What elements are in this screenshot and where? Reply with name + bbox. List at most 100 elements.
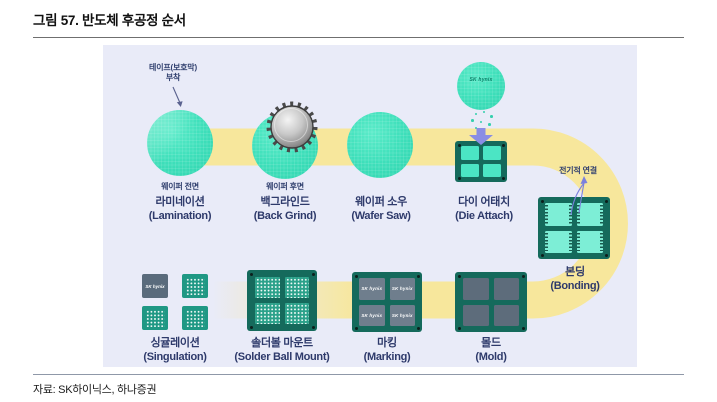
corner-dot bbox=[501, 176, 505, 180]
step-label-wafersaw: 웨이퍼 소우 (Wafer Saw) bbox=[316, 195, 446, 223]
corner-dot bbox=[457, 326, 461, 330]
step-name-en: (Bonding) bbox=[550, 280, 600, 292]
corner-dot bbox=[457, 143, 461, 147]
step-name-ko: 몰드 bbox=[481, 337, 501, 349]
solder-ball-grid bbox=[185, 277, 205, 295]
corner-dot bbox=[249, 325, 253, 329]
step-name-en: (Die Attach) bbox=[455, 210, 513, 222]
singulated-chip-icon bbox=[182, 274, 208, 298]
corner-dot bbox=[311, 272, 315, 276]
die-particle-icon bbox=[475, 113, 477, 115]
marked-chip: SK hynix bbox=[359, 304, 385, 326]
mold-substrate-icon bbox=[455, 272, 527, 332]
tape-annotation: 테이프(보호막) 부착 bbox=[127, 63, 219, 83]
corner-dot bbox=[521, 274, 525, 278]
step-label-solderball: 솔더볼 마운트 (Solder Ball Mount) bbox=[217, 336, 347, 364]
solder-ball-grid bbox=[185, 309, 205, 327]
corner-dot bbox=[604, 199, 608, 203]
corner-dot bbox=[354, 326, 358, 330]
die-particle-icon bbox=[471, 119, 474, 122]
figure-title: 그림 57. 반도체 후공정 순서 bbox=[33, 13, 186, 28]
solder-ball-grid bbox=[284, 303, 309, 324]
die-attach-substrate-icon bbox=[455, 141, 507, 182]
step-name-en: (Wafer Saw) bbox=[351, 210, 411, 222]
corner-dot bbox=[540, 199, 544, 203]
skhynix-logo: SK hynix bbox=[361, 312, 383, 318]
step-name-ko: 솔더볼 마운트 bbox=[251, 337, 313, 349]
die-particle-icon bbox=[490, 115, 493, 118]
step-label-singulation: 싱귤레이션 (Singulation) bbox=[110, 336, 240, 364]
die-chip bbox=[483, 146, 501, 160]
step-label-marking: 마킹 (Marking) bbox=[322, 336, 452, 364]
step-name-en: (Mold) bbox=[475, 351, 507, 363]
die-particle-icon bbox=[475, 127, 477, 129]
step-name-ko: 싱귤레이션 bbox=[150, 337, 200, 349]
step-name-ko: 웨이퍼 소우 bbox=[355, 196, 407, 208]
source-divider bbox=[33, 374, 684, 375]
step-label-mold: 몰드 (Mold) bbox=[426, 336, 556, 364]
bonded-chip bbox=[545, 230, 572, 253]
corner-dot bbox=[457, 176, 461, 180]
step-label-dieattach: 다이 어태치 (Die Attach) bbox=[419, 195, 549, 223]
step-name-en: (Singulation) bbox=[143, 351, 207, 363]
corner-dot bbox=[311, 325, 315, 329]
skhynix-logo: SK hynix bbox=[145, 283, 165, 289]
singulated-chip-icon bbox=[142, 306, 168, 330]
lamination-wafer-icon bbox=[147, 110, 213, 176]
bonded-chip bbox=[576, 230, 603, 253]
diced-wafer-icon: SK hynix bbox=[457, 62, 505, 110]
wafersaw-wafer-icon bbox=[347, 112, 413, 178]
wafer-front-caption: 웨이퍼 전면 bbox=[161, 182, 199, 191]
step-name-ko: 본딩 bbox=[565, 266, 585, 278]
die-particle-icon bbox=[480, 121, 482, 123]
singulated-chip-icon bbox=[182, 306, 208, 330]
skhynix-logo: SK hynix bbox=[469, 77, 493, 83]
corner-dot bbox=[521, 326, 525, 330]
tape-callout-arrow-icon bbox=[172, 86, 183, 107]
molded-chip bbox=[463, 278, 489, 300]
tape-annotation-line2: 부착 bbox=[165, 73, 181, 82]
bonded-chip bbox=[545, 203, 572, 226]
title-divider bbox=[33, 37, 684, 38]
solderball-substrate-icon bbox=[247, 270, 317, 331]
source-text: 자료: SK하이닉스, 하나증권 bbox=[33, 384, 157, 396]
bonded-chip bbox=[576, 203, 603, 226]
corner-dot bbox=[457, 274, 461, 278]
step-label-backgrind: 백그라인드 (Back Grind) bbox=[220, 195, 350, 223]
corner-dot bbox=[416, 326, 420, 330]
die-chip bbox=[461, 163, 479, 177]
bond-wire-arrow-icon bbox=[570, 176, 588, 216]
step-name-en: (Solder Ball Mount) bbox=[234, 351, 330, 363]
bonding-substrate-icon bbox=[538, 197, 610, 259]
die-chip bbox=[461, 146, 479, 160]
corner-dot bbox=[416, 274, 420, 278]
marked-chip: SK hynix bbox=[389, 278, 415, 300]
corner-dot bbox=[604, 253, 608, 257]
solder-ball-grid bbox=[255, 277, 280, 298]
solder-ball-grid bbox=[145, 309, 165, 327]
corner-dot bbox=[501, 143, 505, 147]
corner-dot bbox=[540, 253, 544, 257]
process-diagram-panel: 테이프(보호막) 부착 웨이퍼 전면 라미네이션 (Lamination) bbox=[103, 45, 637, 367]
step-label-lamination: 라미네이션 (Lamination) bbox=[115, 195, 245, 223]
wafer-back-caption: 웨이퍼 후면 bbox=[266, 182, 304, 191]
singulated-chip-logo-icon: SK hynix bbox=[142, 274, 168, 298]
tape-annotation-line1: 테이프(보호막) bbox=[149, 63, 197, 72]
molded-chip bbox=[493, 304, 519, 326]
step-name-ko: 마킹 bbox=[377, 337, 397, 349]
die-particle-icon bbox=[488, 123, 491, 126]
step-name-en: (Back Grind) bbox=[253, 210, 317, 222]
die-particle-icon bbox=[483, 111, 485, 113]
step-name-en: (Lamination) bbox=[148, 210, 212, 222]
die-chip bbox=[483, 163, 501, 177]
down-arrow-icon bbox=[469, 128, 493, 145]
skhynix-logo: SK hynix bbox=[391, 286, 413, 292]
step-name-ko: 다이 어태치 bbox=[458, 196, 510, 208]
grinding-wheel-icon bbox=[266, 101, 318, 153]
marked-chip: SK hynix bbox=[389, 304, 415, 326]
step-name-ko: 라미네이션 bbox=[155, 196, 205, 208]
step-label-bonding: 본딩 (Bonding) bbox=[510, 265, 640, 293]
molded-chip bbox=[493, 278, 519, 300]
molded-chip bbox=[463, 304, 489, 326]
